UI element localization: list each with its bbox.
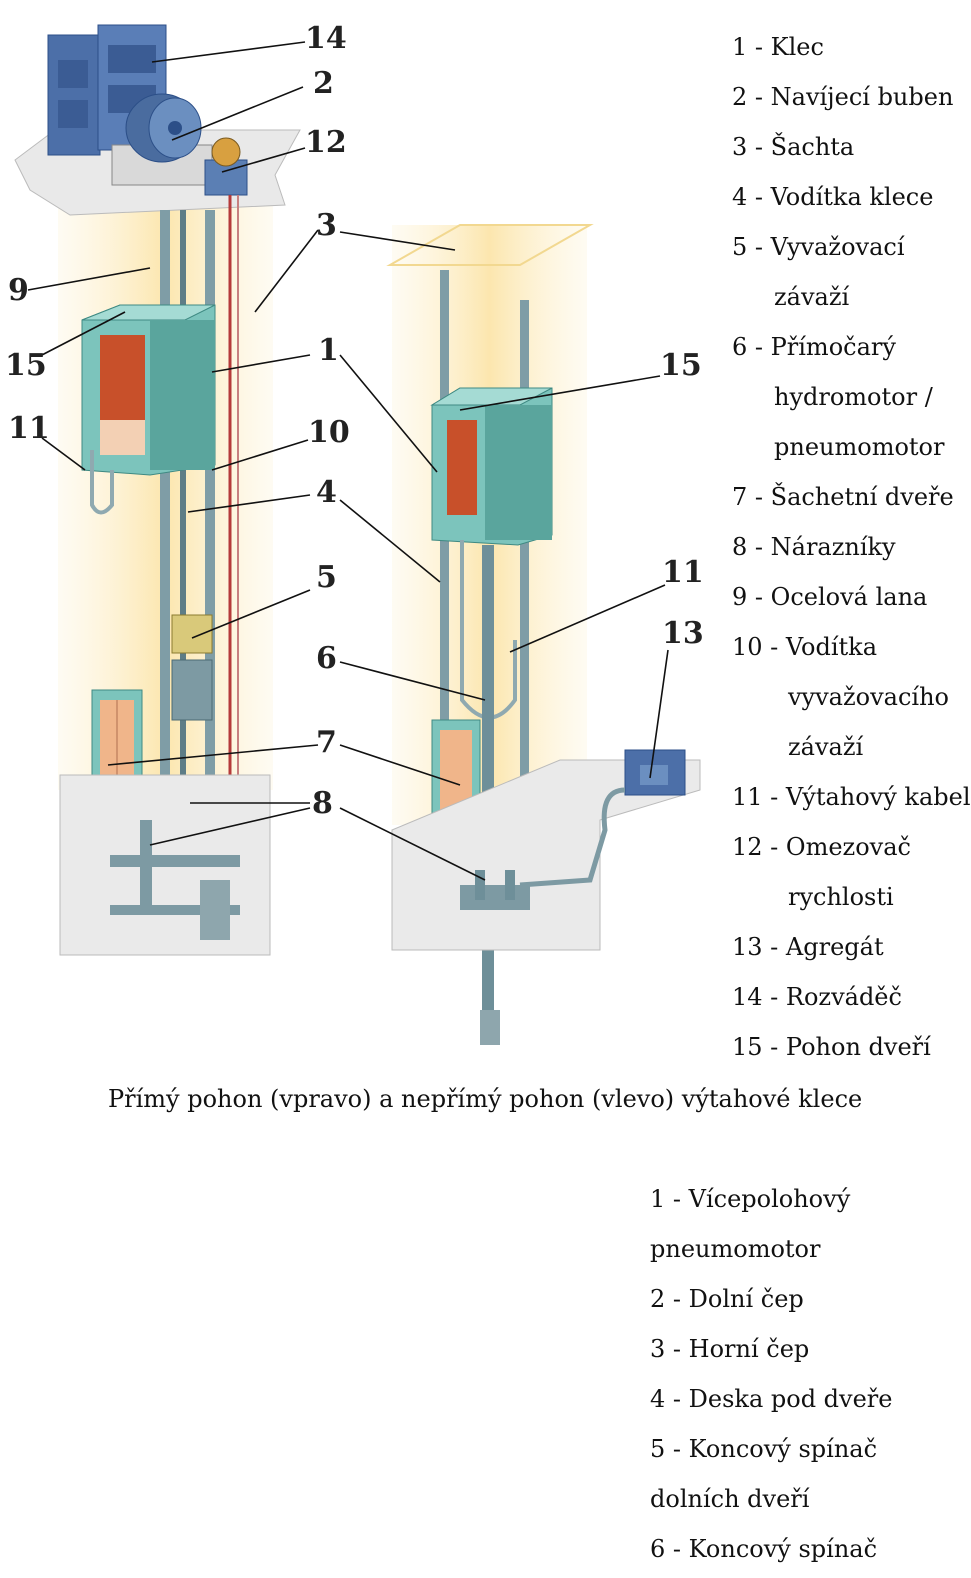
legend-item: 3 - Horní čep xyxy=(650,1335,810,1363)
leader-lines xyxy=(27,41,669,881)
callout-12: 12 xyxy=(305,125,347,160)
figure-caption: Přímý pohon (vpravo) a nepřímý pohon (vl… xyxy=(108,1085,863,1113)
callout-numbers: 14 2 12 3 9 15 1 15 11 10 4 5 6 11 13 7 … xyxy=(5,21,704,821)
right-buffers xyxy=(460,870,530,1045)
legend-item: 2 - Navíjecí buben xyxy=(732,83,954,111)
legend-item: 6 - Přímočarý xyxy=(732,333,896,361)
legend-item: 14 - Rozváděč xyxy=(732,983,902,1011)
callout-7: 7 xyxy=(316,725,337,760)
left-car xyxy=(81,304,216,476)
callout-9: 9 xyxy=(8,273,29,308)
callout-1: 1 xyxy=(318,333,339,368)
legend-item: 15 - Pohon dveří xyxy=(732,1033,931,1061)
callout-10: 10 xyxy=(308,415,350,450)
callout-4: 4 xyxy=(316,475,337,510)
legend-item: 3 - Šachta xyxy=(732,133,855,161)
legend-item-continuation: závaží xyxy=(788,733,864,761)
callout-5: 5 xyxy=(316,560,337,595)
callout-2: 2 xyxy=(313,66,334,101)
callout-6: 6 xyxy=(316,641,337,676)
left-shaft xyxy=(14,24,301,956)
callout-8: 8 xyxy=(312,786,333,821)
left-buffers xyxy=(110,820,240,940)
legend-item: 4 - Deska pod dveře xyxy=(650,1385,893,1413)
left-cw-rail xyxy=(180,210,186,930)
traveling-cable-left xyxy=(90,450,114,515)
legend-item-continuation: dolních dveří xyxy=(650,1485,810,1513)
legend-item: 1 - Klec xyxy=(732,33,824,61)
left-car-rail-a xyxy=(160,210,170,930)
legend-item: 4 - Vodítka klece xyxy=(732,183,934,211)
legend-item: 11 - Výtahový kabel xyxy=(732,783,971,811)
right-car-rail-a xyxy=(440,270,449,910)
legend-item: 7 - Šachetní dveře xyxy=(732,483,954,511)
elevator-diagram: 14 2 12 3 9 15 1 15 11 10 4 5 6 11 13 7 … xyxy=(5,21,704,1045)
legend-item-continuation: vyvažovacího xyxy=(788,683,949,711)
hoist-drum xyxy=(111,93,213,186)
callout-15-right: 15 xyxy=(660,348,702,383)
callout-13: 13 xyxy=(662,616,704,651)
legend-item-continuation: pneumomotor xyxy=(774,433,945,461)
counterweight xyxy=(171,614,213,721)
legend-item: 10 - Vodítka xyxy=(732,633,878,661)
legend-item: 8 - Nárazníky xyxy=(732,533,896,561)
callout-11-left: 11 xyxy=(8,411,50,446)
right-shaft xyxy=(386,224,701,1045)
legend-item: 1 - Vícepolohový xyxy=(650,1185,851,1213)
legend-item: 5 - Koncový spínač xyxy=(650,1435,878,1463)
callout-11-right: 11 xyxy=(662,555,704,590)
callout-15-left: 15 xyxy=(5,348,47,383)
legend-item: 9 - Ocelová lana xyxy=(732,583,928,611)
legend-item-continuation: hydromotor / xyxy=(774,383,933,411)
right-car xyxy=(430,387,553,546)
legend-item-continuation: rychlosti xyxy=(788,883,894,911)
callout-3: 3 xyxy=(316,208,337,243)
legend-item: 12 - Omezovač xyxy=(732,833,911,861)
legend-item: 5 - Vyvažovací xyxy=(732,233,905,261)
legend-item: 6 - Koncový spínač xyxy=(650,1535,878,1563)
right-shaft-top xyxy=(386,224,594,266)
right-car-rail-b xyxy=(520,300,529,940)
hydraulic-unit xyxy=(519,749,686,888)
callout-14: 14 xyxy=(305,21,347,56)
legend-item-continuation: pneumomotor xyxy=(650,1235,821,1263)
legend-item: 13 - Agregát xyxy=(732,933,884,961)
legend-item-continuation: závaží xyxy=(774,283,850,311)
speed-limiter xyxy=(204,137,248,196)
legend-item: 2 - Dolní čep xyxy=(650,1285,804,1313)
left-car-rail-b xyxy=(205,210,215,930)
